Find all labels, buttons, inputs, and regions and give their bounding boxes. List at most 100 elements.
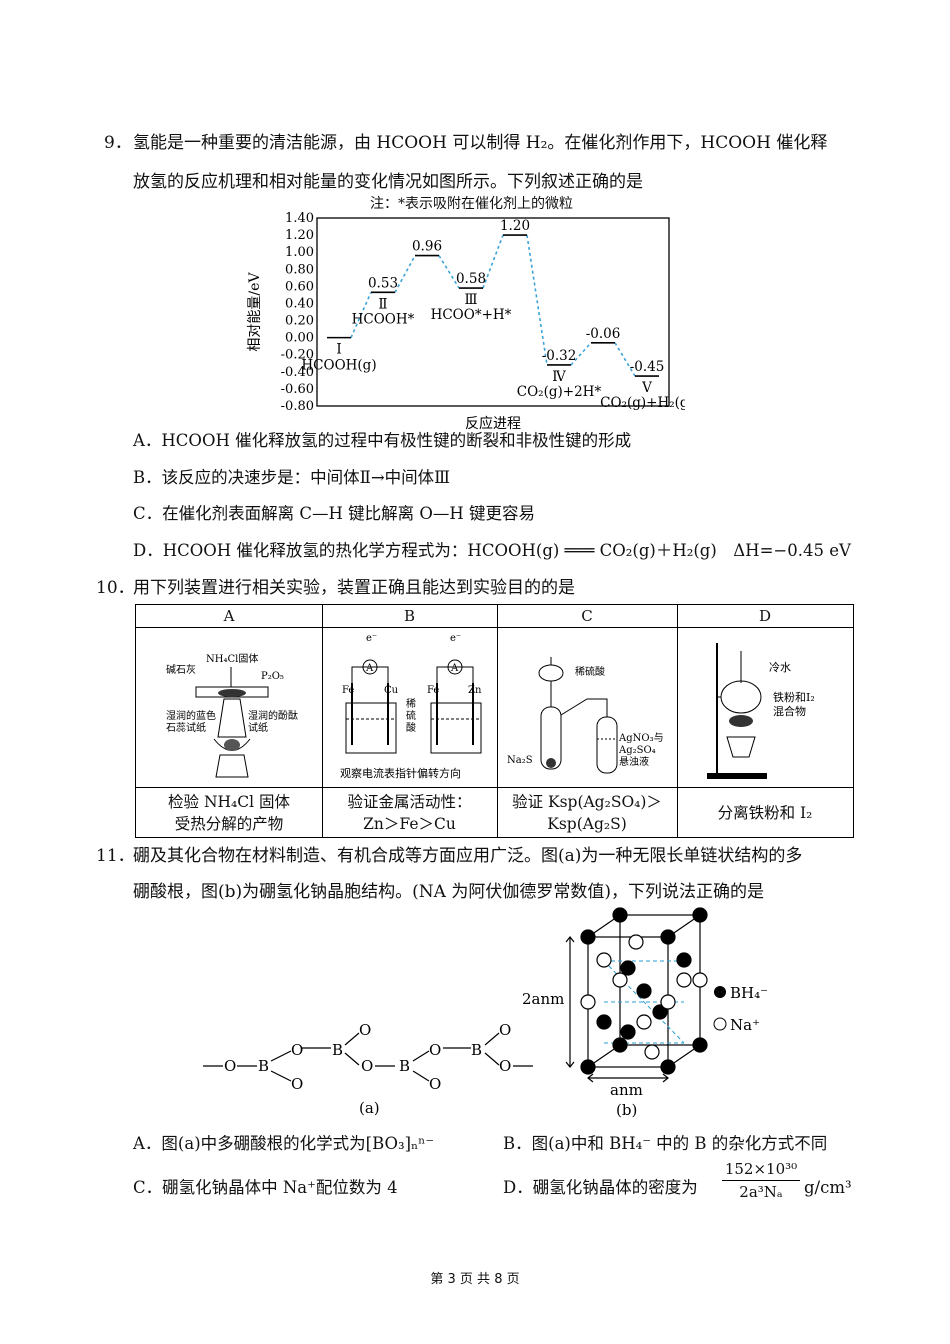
atom-b: B	[471, 1041, 482, 1059]
label-cu: Cu	[384, 685, 399, 696]
label-dilute-2: 硫	[406, 709, 416, 722]
label-zn: Zn	[468, 685, 482, 696]
caption-c-1: 验证 Ksp(Ag₂SO₄)＞	[512, 793, 662, 811]
label-iron-iodine: 铁粉和I₂	[773, 691, 815, 704]
q9-stem-line1: 氢能是一种重要的清洁能源，由 HCOOH 可以制得 H₂。在催化剂作用下，HCO…	[133, 133, 828, 153]
page-footer: 第 3 页 共 8 页	[430, 1272, 520, 1287]
label-blue-litmus-1: 湿润的蓝色	[166, 709, 216, 722]
q11-option-a: A．图(a)中多硼酸根的化学式为[BO₃]ₙⁿ⁻	[133, 1134, 435, 1153]
energy-connector	[394, 255, 416, 293]
col-header-a: A	[223, 607, 235, 625]
species-label: CO₂(g)+H₂(g)	[600, 395, 685, 411]
caption-a-2: 受热分解的产物	[174, 815, 284, 833]
intermediate-numeral: Ⅳ	[552, 369, 566, 385]
atom-o: O	[361, 1057, 373, 1075]
atom-o: O	[499, 1021, 511, 1039]
label-ammeter-2: A	[450, 663, 459, 674]
y-tick-label: 0.40	[285, 296, 314, 311]
figure-a-caption: (a)	[359, 1099, 380, 1117]
q10-number: 10．	[96, 578, 135, 598]
label-suspension: 悬浊液	[619, 755, 649, 768]
intermediate-numeral: Ⅱ	[378, 296, 387, 312]
q11-option-c: C．硼氢化钠晶体中 Na⁺配位数为 4	[133, 1178, 398, 1197]
energy-value-label: -0.45	[630, 359, 665, 375]
intermediate-numeral: Ⅴ	[641, 380, 652, 396]
q9-option-d: D．HCOOH 催化释放氢的热化学方程式为：HCOOH(g) ═══ CO₂(g…	[133, 541, 851, 560]
caption-c-2: Ksp(Ag₂S)	[547, 815, 627, 833]
caption-d-1: 分离铁粉和 I₂	[717, 804, 813, 822]
label-dilute-1: 稀	[406, 697, 416, 710]
energy-value-label: 0.96	[412, 239, 442, 255]
label-fe-2: Fe	[427, 685, 439, 696]
energy-value-label: -0.06	[586, 326, 621, 342]
y-tick-label: 0.80	[285, 262, 314, 277]
q9-option-b: B．该反应的决速步是：中间体Ⅱ→中间体Ⅲ	[133, 468, 451, 487]
atom-b: B	[258, 1057, 269, 1075]
apparatus-a: NH₄Cl固体 碱石灰 P₂O₅ 湿润的蓝色 石蕊试纸 湿润的酚酞 试纸	[166, 653, 298, 778]
x-axis-label: 反应进程	[465, 415, 521, 432]
species-label: HCOO*+H*	[431, 307, 512, 323]
q9-stem-line2: 放氢的反应机理和相对能量的变化情况如图所示。下列叙述正确的是	[133, 172, 643, 192]
legend-bh4-marker	[714, 986, 726, 998]
col-header-d: D	[758, 607, 772, 625]
y-tick-label: -0.60	[281, 382, 314, 397]
energy-connector	[350, 292, 372, 338]
energy-connector	[438, 255, 460, 289]
q10-stem: 用下列装置进行相关实验，装置正确且能达到实验目的的是	[133, 578, 575, 598]
species-label: HCOOH(g)	[301, 358, 376, 374]
label-width-a: anm	[610, 1081, 643, 1099]
energy-value-label: 0.58	[456, 271, 486, 287]
density-fraction: 152×10³⁰ 2a³Nₐ	[722, 1160, 800, 1201]
label-phenolphthalein-2: 试纸	[248, 721, 268, 734]
y-tick-label: -0.20	[281, 348, 314, 363]
caption-b-2: Zn＞Fe＞Cu	[363, 815, 456, 833]
y-tick-label: 1.00	[285, 245, 314, 260]
atom-o: O	[499, 1057, 511, 1075]
label-soda-lime: 碱石灰	[166, 663, 196, 676]
figure-b-caption: (b)	[616, 1101, 637, 1119]
y-tick-label: 1.20	[285, 228, 314, 243]
q11-number: 11．	[96, 846, 135, 866]
label-dilute-3: 酸	[406, 721, 416, 734]
experiment-table: A B C D NH₄Cl固体 碱石灰 P₂O₅ 湿润的蓝色 石蕊试纸 湿润的酚…	[135, 604, 854, 838]
species-label: HCOOH*	[352, 311, 415, 327]
label-agno3: AgNO₃与	[618, 732, 664, 744]
y-tick-label: 0.00	[285, 331, 314, 346]
label-observe: 观察电流表指针偏转方向	[340, 766, 461, 780]
label-cold-water: 冷水	[769, 661, 791, 674]
figure-b-unit-cell: 2anm anm (b) BH₄⁻ Na⁺	[522, 907, 768, 1119]
y-tick-label: -0.40	[281, 365, 314, 380]
y-tick-label: 0.20	[285, 314, 314, 329]
y-axis-label: 相对能量/eV	[247, 272, 263, 352]
q9-option-a: A．HCOOH 催化释放氢的过程中有极性键的断裂和非极性键的形成	[133, 431, 632, 450]
intermediate-numeral: Ⅲ	[464, 292, 477, 308]
label-nh4cl: NH₄Cl固体	[206, 653, 258, 665]
energy-connector	[526, 234, 548, 366]
apparatus-b: e⁻ A Fe Cu e⁻ A Fe Zn 稀 硫 酸 观察电流表指针偏转方向	[340, 633, 482, 780]
label-blue-litmus-2: 石蕊试纸	[166, 721, 206, 734]
label-phenolphthalein-1: 湿润的酚酞	[248, 709, 298, 722]
apparatus-c: 稀硫酸 Na₂S AgNO₃与 Ag₂SO₄ 悬浊液	[507, 657, 664, 774]
atom-o: O	[291, 1041, 303, 1059]
intermediate-numeral: Ⅰ	[336, 342, 341, 358]
energy-value-label: 0.53	[368, 275, 398, 291]
q11-stem-line1: 硼及其化合物在材料制造、有机合成等方面应用广泛。图(a)为一种无限长单链状结构的…	[133, 846, 803, 866]
label-height-2a: 2anm	[522, 990, 564, 1008]
label-ag2so4: Ag₂SO₄	[618, 745, 656, 756]
y-tick-label: -0.80	[281, 399, 314, 414]
atom-o: O	[429, 1041, 441, 1059]
apparatus-d: 冷水 铁粉和I₂ 混合物	[707, 643, 815, 779]
label-ammeter-1: A	[365, 663, 374, 674]
label-na2s: Na₂S	[507, 755, 533, 766]
label-mixture: 混合物	[773, 704, 806, 718]
energy-value-label: 1.20	[500, 218, 530, 234]
caption-b-1: 验证金属活动性：	[347, 793, 472, 811]
atom-o: O	[291, 1075, 303, 1093]
atom-o: O	[359, 1021, 371, 1039]
q9-number: 9．	[104, 133, 132, 153]
atom-o: O	[429, 1075, 441, 1093]
density-numerator: 152×10³⁰	[722, 1160, 800, 1181]
energy-connector	[570, 342, 592, 366]
q11-option-d-prefix: D．硼氢化钠晶体的密度为	[503, 1178, 698, 1197]
col-header-c: C	[581, 607, 593, 625]
